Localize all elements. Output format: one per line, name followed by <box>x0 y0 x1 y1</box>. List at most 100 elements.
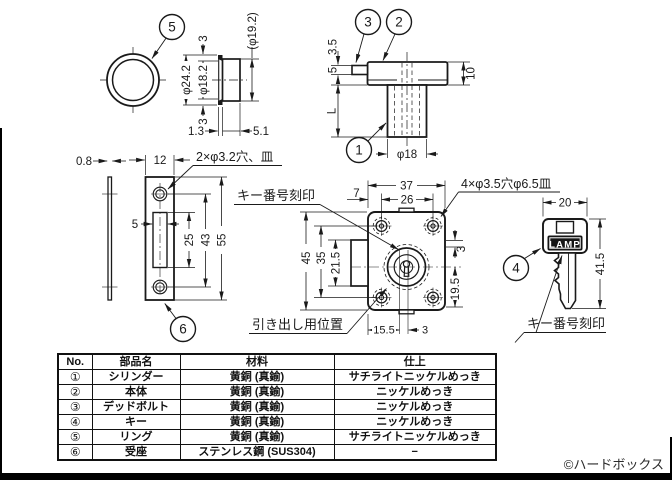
front-dim-vspan: 35 <box>316 252 328 265</box>
row-finish: サチライトニッケルめっき <box>333 429 497 445</box>
body-side-view: 3 2 1 3.5 5 L 10 φ18 <box>327 8 478 164</box>
callout-4: 4 <box>512 261 520 276</box>
parts-table: No. 部品名 材料 仕上 ① シリンダー 黄銅 (真鍮) サチライトニッケルめ… <box>57 353 497 461</box>
front-dim-span: 26 <box>401 194 414 206</box>
key-shaft <box>553 252 577 310</box>
callout-4-circle <box>502 254 530 282</box>
callout-2-circle <box>385 8 413 36</box>
row-material: 黄銅 (真鍮) <box>179 369 335 385</box>
row-no: ③ <box>57 399 93 415</box>
row-finish: − <box>333 444 497 461</box>
col-header-name: 部品名 <box>91 353 181 370</box>
table-row: ③ デッドボルト 黄銅 (真鍮) ニッケルめっき <box>57 399 497 415</box>
row-name: シリンダー <box>91 369 181 385</box>
front-note-stamp: キー番号刻印 <box>237 188 315 203</box>
row-no: ⑤ <box>57 429 93 445</box>
ring-side-view: φ24.2 φ18.2 3 3 (φ19.2) 1.3 5.1 <box>180 12 269 138</box>
key-brand-label: LAMP <box>549 239 581 250</box>
row-material: ステンレス鋼 (SUS304) <box>179 444 335 461</box>
ring-dim-flange-top: 3 <box>198 35 210 41</box>
row-name: 本体 <box>91 384 181 400</box>
callout-1-circle <box>345 136 373 164</box>
row-name: キー <box>91 414 181 430</box>
table-row: ② 本体 黄銅 (真鍮) ニッケルめっき <box>57 384 497 400</box>
front-dim-width: 37 <box>400 181 413 193</box>
row-name: リング <box>91 429 181 445</box>
side-dim-length: L <box>327 107 339 114</box>
scan-edge-left <box>0 128 2 473</box>
row-no: ⑥ <box>57 444 93 461</box>
key-dim-width: 20 <box>559 197 572 209</box>
front-dim-bolt: 21.5 <box>331 252 343 274</box>
side-dim-cyl: φ18 <box>397 149 417 161</box>
side-dim-step: 5 <box>328 67 340 73</box>
row-finish: ニッケルめっき <box>333 414 497 430</box>
front-dim-r195: 19.5 <box>450 278 462 300</box>
table-row: ⑤ リング 黄銅 (真鍮) サチライトニッケルめっき <box>57 429 497 445</box>
ring-dim-od: φ24.2 <box>181 65 193 95</box>
scan-edge-right <box>670 437 672 473</box>
col-header-finish: 仕上 <box>333 353 497 370</box>
row-material: 黄銅 (真鍮) <box>179 414 335 430</box>
callout-3-circle <box>354 8 382 36</box>
front-note-holes: 4×φ3.5穴φ6.5皿 <box>461 176 552 191</box>
side-dim-tab: 3.5 <box>328 39 340 55</box>
table-row: ④ キー 黄銅 (真鍮) ニッケルめっき <box>57 414 497 430</box>
row-material: 黄銅 (真鍮) <box>179 429 335 445</box>
key-note-stamp: キー番号刻印 <box>527 316 605 331</box>
plate-note-holes: 2×φ3.2穴、皿 <box>196 149 274 164</box>
row-material: 黄銅 (真鍮) <box>179 399 335 415</box>
ring-dim-flange-bot: 3 <box>198 118 210 124</box>
cylinder-face <box>383 244 430 290</box>
key-view: 20 LAMP 41.5 4 キー番号刻印 <box>502 196 607 343</box>
copyright-notice: ©ハードボックス <box>563 457 664 472</box>
ring-dim-id: φ18.2 <box>198 65 210 95</box>
row-no: ④ <box>57 414 93 430</box>
front-dim-b3: 3 <box>422 325 428 337</box>
row-material: 黄銅 (真鍮) <box>179 384 335 400</box>
row-finish: ニッケルめっき <box>333 399 497 415</box>
callout-3: 3 <box>364 15 372 30</box>
callout-5-circle <box>158 13 186 41</box>
plate-dim-slot: 5 <box>132 219 138 231</box>
keyhole <box>402 260 411 268</box>
table-row: ① シリンダー 黄銅 (真鍮) サチライトニッケルめっき <box>57 369 497 385</box>
col-header-material: 材料 <box>179 353 335 370</box>
callout-5: 5 <box>168 20 176 35</box>
front-dim-edge: 7 <box>353 188 359 200</box>
table-header-row: No. 部品名 材料 仕上 <box>57 353 497 370</box>
row-no: ② <box>57 384 93 400</box>
plate-dim-hole-span: 43 <box>201 234 213 247</box>
callout-6: 6 <box>179 322 187 337</box>
side-dim-head: 10 <box>466 67 478 80</box>
row-no: ① <box>57 369 93 385</box>
front-dim-b155: 15.5 <box>373 325 394 337</box>
scan-edge-bottom <box>0 473 672 480</box>
plate-dim-thickness: 0.8 <box>76 156 92 168</box>
key-brand-badge <box>547 235 583 251</box>
mount-hole-bottom-right <box>423 287 443 308</box>
front-dim-height: 45 <box>301 252 313 265</box>
callout-6-circle <box>169 315 197 343</box>
ring-dim-lip: 1.3 <box>188 126 204 138</box>
ring-dim-depth: 5.1 <box>253 126 269 138</box>
callout-2: 2 <box>395 15 403 30</box>
strike-plate-views: 0.8 12 2×φ3.2穴、皿 5 25 <box>76 149 282 343</box>
row-finish: サチライトニッケルめっき <box>333 369 497 385</box>
plate-dim-width: 12 <box>154 155 167 167</box>
plate-dim-slot-h: 25 <box>184 234 196 247</box>
technical-drawing: 5 φ24.2 φ18.2 3 3 (φ19.2) 1.3 <box>76 8 607 343</box>
ring-dim-body-od: (φ19.2) <box>247 12 259 50</box>
col-header-no: No. <box>57 353 93 370</box>
row-finish: ニッケルめっき <box>333 384 497 400</box>
key-dim-height: 41.5 <box>595 253 607 275</box>
callout-1: 1 <box>355 143 363 158</box>
plate-dim-height: 55 <box>217 234 229 247</box>
body-front-view: 37 26 7 45 35 21.5 3 19.5 15 <box>234 176 560 337</box>
row-name: 受座 <box>91 444 181 461</box>
front-dim-r3: 3 <box>456 246 468 252</box>
row-name: デッドボルト <box>91 399 181 415</box>
front-note-drawer: 引き出し用位置 <box>252 317 343 332</box>
table-row: ⑥ 受座 ステンレス鋼 (SUS304) − <box>57 444 497 461</box>
